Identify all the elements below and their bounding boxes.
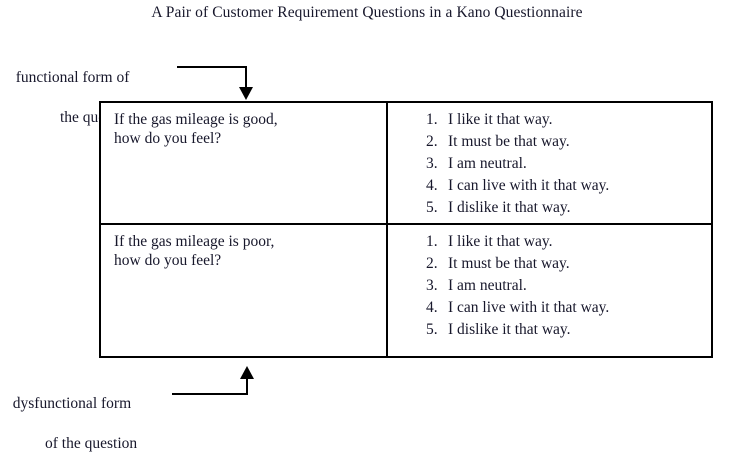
list-item[interactable]: 5. I dislike it that way. xyxy=(388,197,711,219)
answer-number: 3. xyxy=(426,155,438,172)
down-arrow-icon xyxy=(239,87,253,100)
list-item[interactable]: 2. It must be that way. xyxy=(388,131,711,153)
list-item[interactable]: 1. I like it that way. xyxy=(388,109,711,131)
answer-number: 2. xyxy=(426,255,438,272)
answer-text: I dislike it that way. xyxy=(448,321,571,338)
dysfunctional-leader-vertical xyxy=(246,374,248,395)
answer-number: 1. xyxy=(426,111,438,128)
answer-text: I like it that way. xyxy=(448,233,553,250)
answer-number: 4. xyxy=(426,299,438,316)
dysfunctional-form-label: dysfunctional form of the question xyxy=(5,374,137,474)
answer-text: I am neutral. xyxy=(448,155,527,172)
answer-text: I can live with it that way. xyxy=(448,177,610,194)
list-item[interactable]: 4. I can live with it that way. xyxy=(388,297,711,319)
answer-cell: 1. I like it that way. 2. It must be that … xyxy=(388,225,711,356)
table-row: If the gas mileage is good, how do you f… xyxy=(101,103,711,225)
answer-list: 1. I like it that way. 2. It must be that … xyxy=(388,109,711,219)
answer-number: 4. xyxy=(426,177,438,194)
answer-number: 2. xyxy=(426,133,438,150)
question-cell: If the gas mileage is good, how do you f… xyxy=(101,103,388,223)
dysfunctional-form-label-line2: of the question xyxy=(45,435,138,452)
answer-text: I can live with it that way. xyxy=(448,299,610,316)
functional-leader-vertical xyxy=(245,66,247,91)
table-row: If the gas mileage is poor, how do you f… xyxy=(101,225,711,356)
answer-list: 1. I like it that way. 2. It must be that … xyxy=(388,231,711,341)
question-cell: If the gas mileage is poor, how do you f… xyxy=(101,225,388,356)
answer-number: 5. xyxy=(426,321,438,338)
answer-text: I like it that way. xyxy=(448,111,553,128)
list-item[interactable]: 3. I am neutral. xyxy=(388,275,711,297)
answer-text: I dislike it that way. xyxy=(448,199,571,216)
functional-form-label-line1: functional form of xyxy=(15,69,130,86)
dysfunctional-leader-horizontal xyxy=(172,393,248,395)
up-arrow-icon xyxy=(240,366,254,379)
list-item[interactable]: 3. I am neutral. xyxy=(388,153,711,175)
list-item[interactable]: 2. It must be that way. xyxy=(388,253,711,275)
list-item[interactable]: 1. I like it that way. xyxy=(388,231,711,253)
list-item[interactable]: 4. I can live with it that way. xyxy=(388,175,711,197)
kano-questionnaire-table: If the gas mileage is good, how do you f… xyxy=(99,101,713,358)
dysfunctional-form-label-line1: dysfunctional form xyxy=(12,395,132,412)
answer-text: I am neutral. xyxy=(448,277,527,294)
answer-text: It must be that way. xyxy=(448,255,570,272)
answer-text: It must be that way. xyxy=(448,133,570,150)
answer-number: 5. xyxy=(426,199,438,216)
answer-number: 1. xyxy=(426,233,438,250)
question-text: If the gas mileage is good, how do you f… xyxy=(114,111,278,147)
list-item[interactable]: 5. I dislike it that way. xyxy=(388,319,711,341)
question-text: If the gas mileage is poor, how do you f… xyxy=(114,233,275,269)
answer-number: 3. xyxy=(426,277,438,294)
page-title: A Pair of Customer Requirement Questions… xyxy=(151,4,583,21)
answer-cell: 1. I like it that way. 2. It must be that … xyxy=(388,103,711,223)
functional-form-label: functional form of the question xyxy=(8,48,136,148)
functional-leader-horizontal xyxy=(177,66,247,68)
